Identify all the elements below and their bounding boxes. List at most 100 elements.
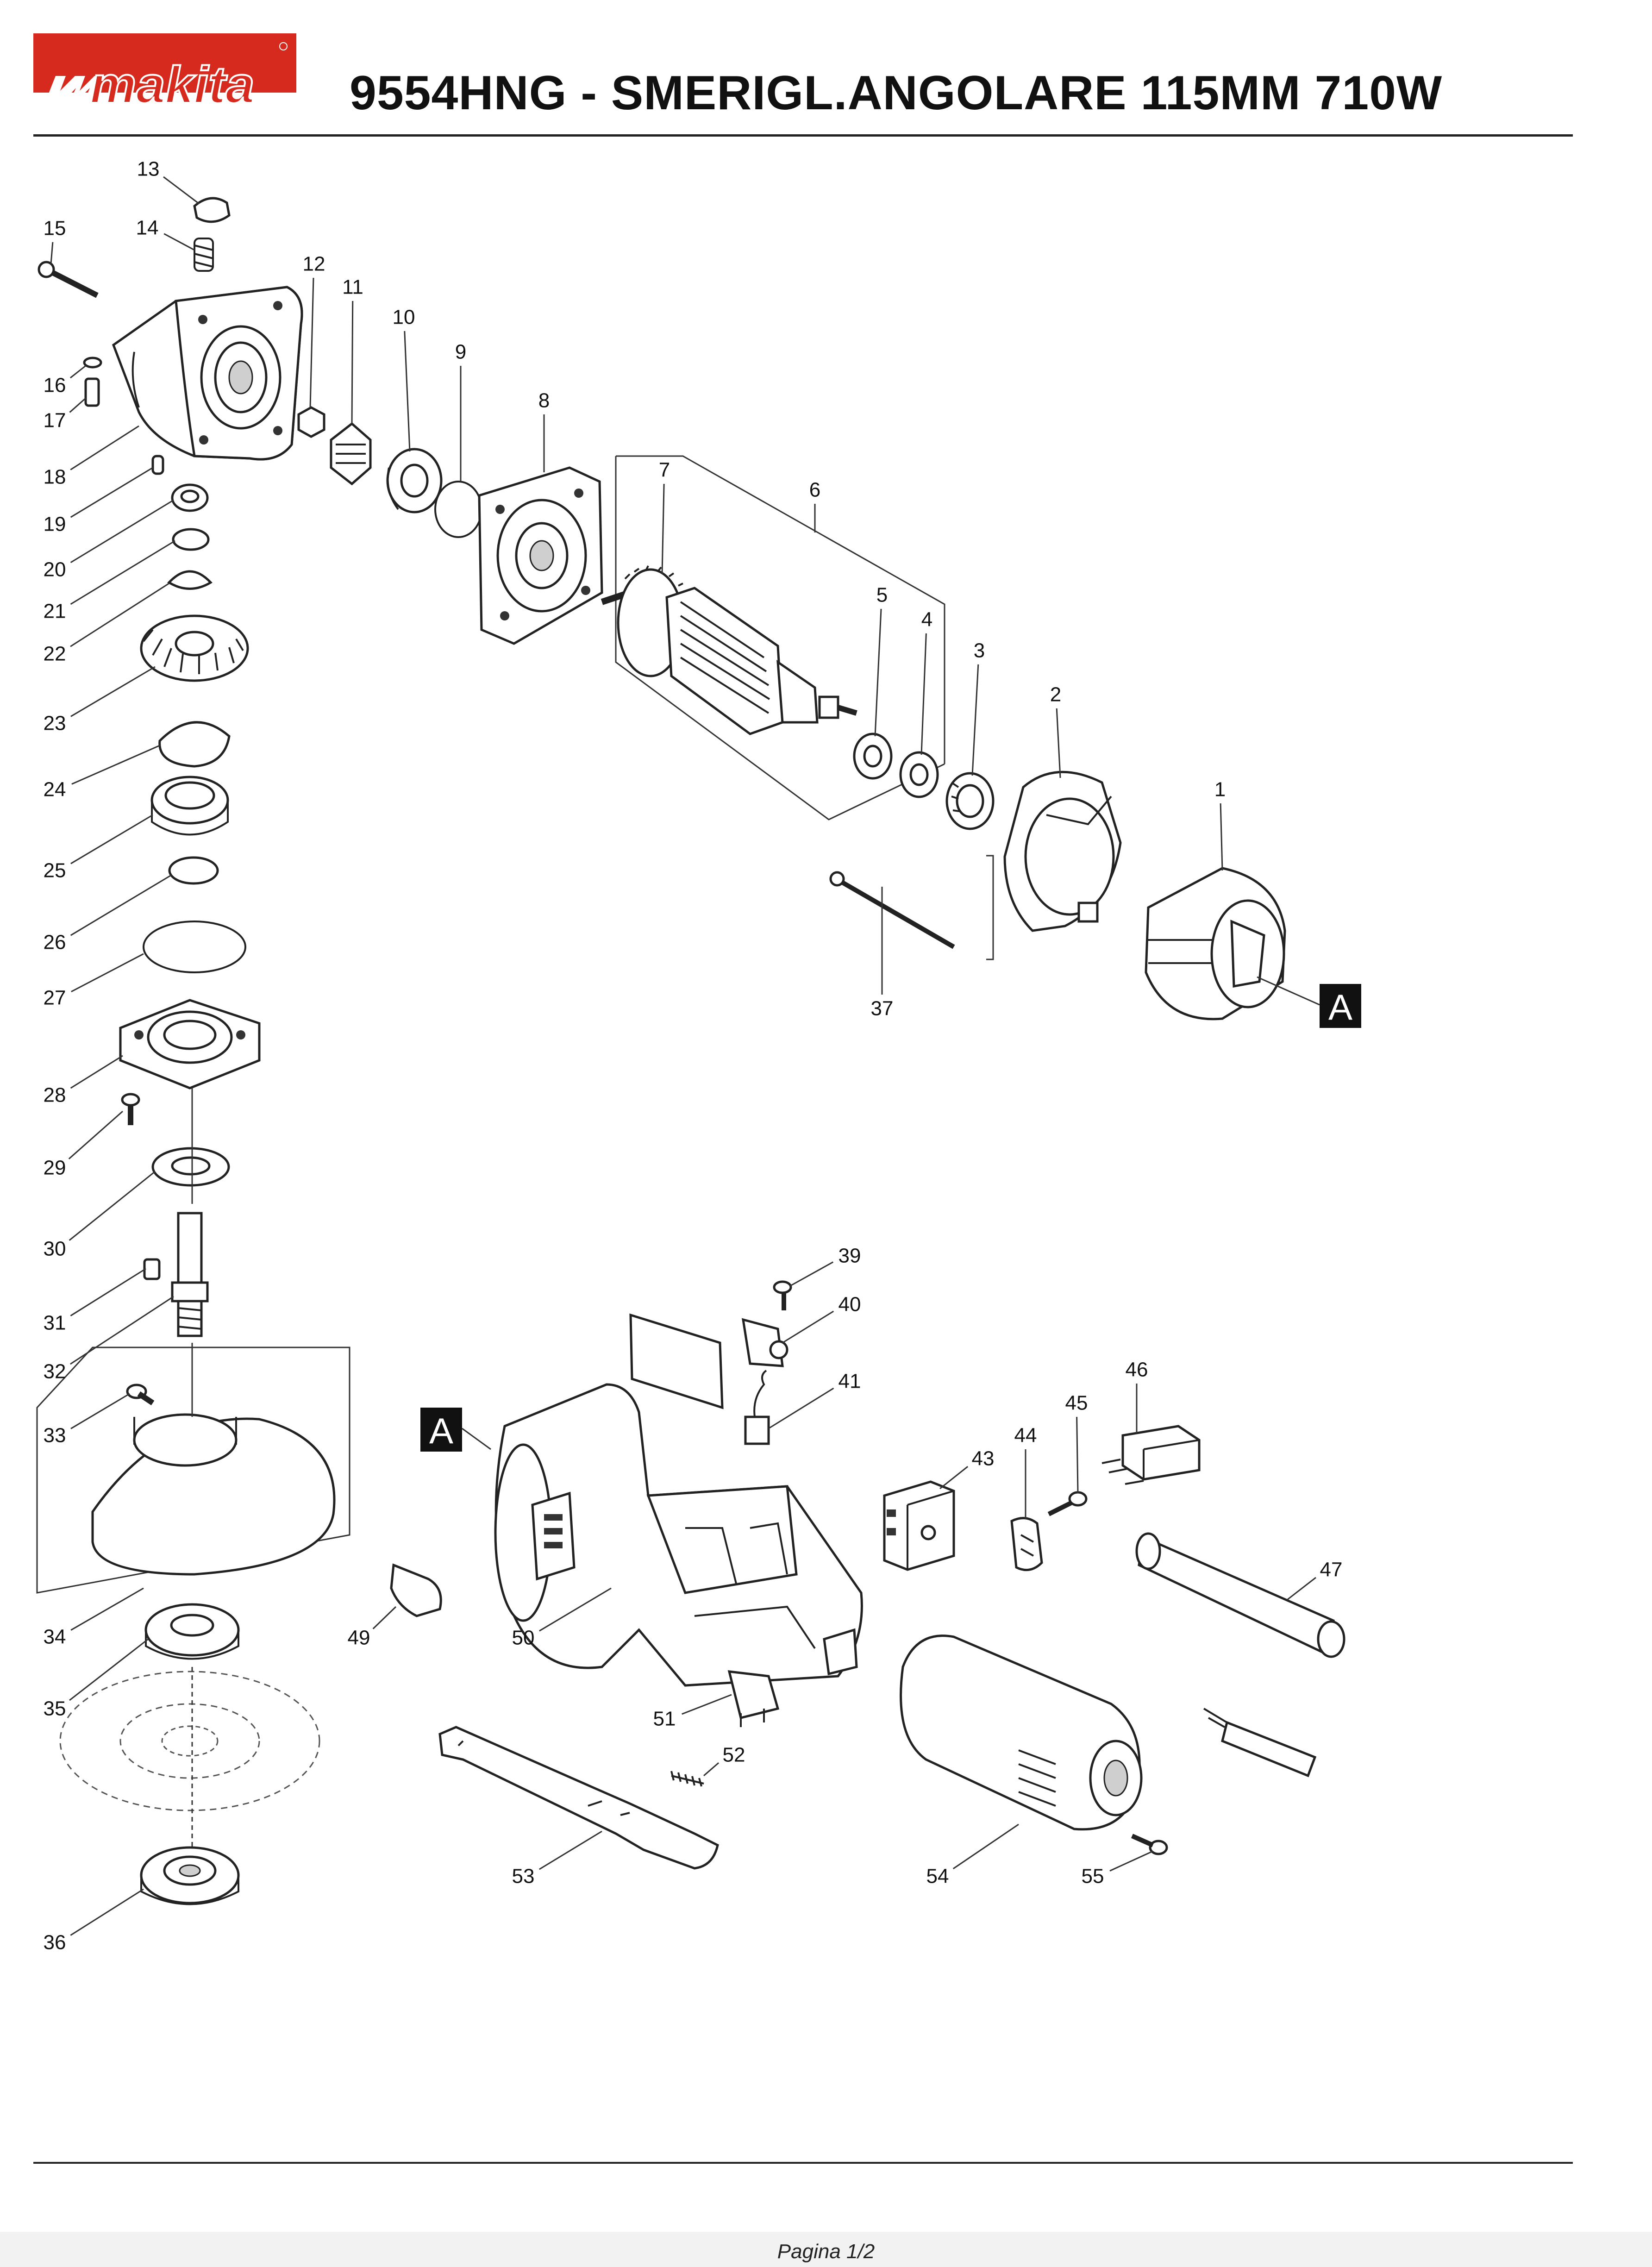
callout-leader-36 (70, 1888, 144, 1936)
callout-leader-26 (70, 874, 172, 936)
part-35-inner-flange (144, 1603, 240, 1660)
callout-leader-16 (69, 365, 86, 379)
part-33-screw (126, 1384, 155, 1405)
part-41-carbon-brush (744, 1370, 770, 1445)
callout-label-25: 25 (44, 859, 66, 882)
callout-leader-49 (372, 1606, 397, 1629)
callout-label-41: 41 (839, 1370, 861, 1393)
part-39-screw (773, 1280, 792, 1310)
callout-leader-55 (1109, 1850, 1153, 1872)
guard-assembly-box (36, 1346, 350, 1594)
callout-leader-11 (351, 301, 354, 424)
callout-leader-28 (70, 1055, 123, 1089)
part-55-screw (1131, 1834, 1168, 1855)
callout-label-54: 54 (926, 1865, 949, 1888)
part-22-lock-plate (167, 570, 213, 590)
part-43-switch (883, 1480, 955, 1571)
callout-label-31: 31 (44, 1312, 66, 1334)
callout-label-52: 52 (723, 1744, 745, 1766)
callout-leader-25 (70, 814, 153, 864)
svg-text:A: A (429, 1410, 453, 1451)
part-23-spiral-bevel-gear (140, 614, 249, 682)
grinding-wheel-outline (59, 1671, 320, 1811)
header-divider (33, 134, 1573, 137)
callout-label-15: 15 (44, 217, 66, 240)
part-45-screw (1047, 1491, 1088, 1516)
part-24-ring-spring (158, 721, 231, 768)
group-6-bracket-lower (615, 456, 945, 820)
part-31-key (143, 1258, 161, 1280)
callout-label-35: 35 (44, 1697, 66, 1720)
part-34-wheel-guard (91, 1413, 336, 1576)
callout-label-28: 28 (44, 1084, 66, 1107)
part-40-brush-holder (741, 1318, 788, 1367)
part-5-bearing (853, 733, 893, 780)
callout-leader-17 (69, 397, 86, 413)
callout-label-50: 50 (512, 1627, 535, 1649)
callout-leader-14 (163, 233, 195, 251)
part-3-washer (945, 772, 995, 830)
callout-label-39: 39 (839, 1245, 861, 1267)
callout-leader-34 (70, 1587, 144, 1631)
marker-a-upper-leader (1257, 976, 1320, 1006)
callout-leader-27 (71, 953, 144, 993)
callout-label-27: 27 (44, 987, 66, 1009)
callout-leader-43 (939, 1466, 969, 1490)
part-2-baffle-plate (1003, 770, 1122, 932)
callout-label-7: 7 (659, 459, 670, 482)
callout-label-26: 26 (44, 931, 66, 954)
makita-logo-wordmark: makita (90, 56, 255, 114)
callout-leader-10 (404, 331, 411, 452)
callout-leader-52 (703, 1762, 720, 1777)
callout-leader-50 (539, 1587, 612, 1632)
reference-marker-a-lower: A (420, 1408, 462, 1452)
callout-label-32: 32 (44, 1360, 66, 1383)
callout-label-5: 5 (876, 584, 888, 607)
callout-leader-41 (768, 1387, 834, 1429)
callout-leader-19 (70, 467, 153, 518)
part-51-switch-holder (727, 1670, 780, 1727)
callout-leader-4 (920, 633, 927, 755)
part-9-o-ring (434, 481, 482, 538)
part-19-pin (151, 455, 164, 475)
reference-marker-a-upper: A (1320, 984, 1361, 1028)
callout-label-47: 47 (1320, 1559, 1343, 1581)
callout-label-6: 6 (809, 479, 820, 501)
callout-leader-20 (70, 499, 174, 564)
makita-logo: makita (33, 33, 296, 119)
part-27-o-ring (143, 921, 246, 973)
callout-leader-13 (163, 176, 200, 205)
part-52-spring (670, 1771, 704, 1787)
callout-leader-7 (661, 483, 665, 575)
callout-label-3: 3 (974, 639, 985, 662)
part-54-rear-cover (900, 1634, 1143, 1831)
callout-leader-lines (50, 176, 1316, 1936)
callout-label-49: 49 (348, 1627, 370, 1649)
callout-label-21: 21 (44, 600, 66, 623)
callout-label-40: 40 (839, 1293, 861, 1316)
part-46-noise-suppressor (1101, 1425, 1201, 1485)
power-cord (1203, 1708, 1317, 1778)
callout-label-30: 30 (44, 1238, 66, 1260)
callout-labels: 1234567891011121314151617181920212223242… (44, 158, 1343, 1954)
callout-label-14: 14 (136, 217, 159, 239)
part-47-cord-guard (1135, 1532, 1345, 1658)
callout-label-44: 44 (1014, 1424, 1037, 1447)
part-10-bearing (386, 448, 443, 514)
group-6-bracket (616, 455, 945, 764)
callout-label-36: 36 (44, 1931, 66, 1954)
callout-label-2: 2 (1050, 683, 1061, 706)
callout-label-53: 53 (512, 1865, 535, 1888)
callout-leader-54 (952, 1823, 1019, 1870)
part-26-washer (168, 856, 219, 885)
callout-label-43: 43 (972, 1447, 995, 1470)
callout-leader-23 (70, 666, 156, 717)
callout-label-20: 20 (44, 558, 66, 581)
nameplate (629, 1313, 724, 1409)
callout-label-8: 8 (538, 389, 550, 412)
footer-strip (0, 2232, 1652, 2267)
callout-leader-33 (70, 1393, 130, 1429)
callout-leader-32 (70, 1296, 174, 1365)
callout-leader-24 (71, 745, 160, 785)
